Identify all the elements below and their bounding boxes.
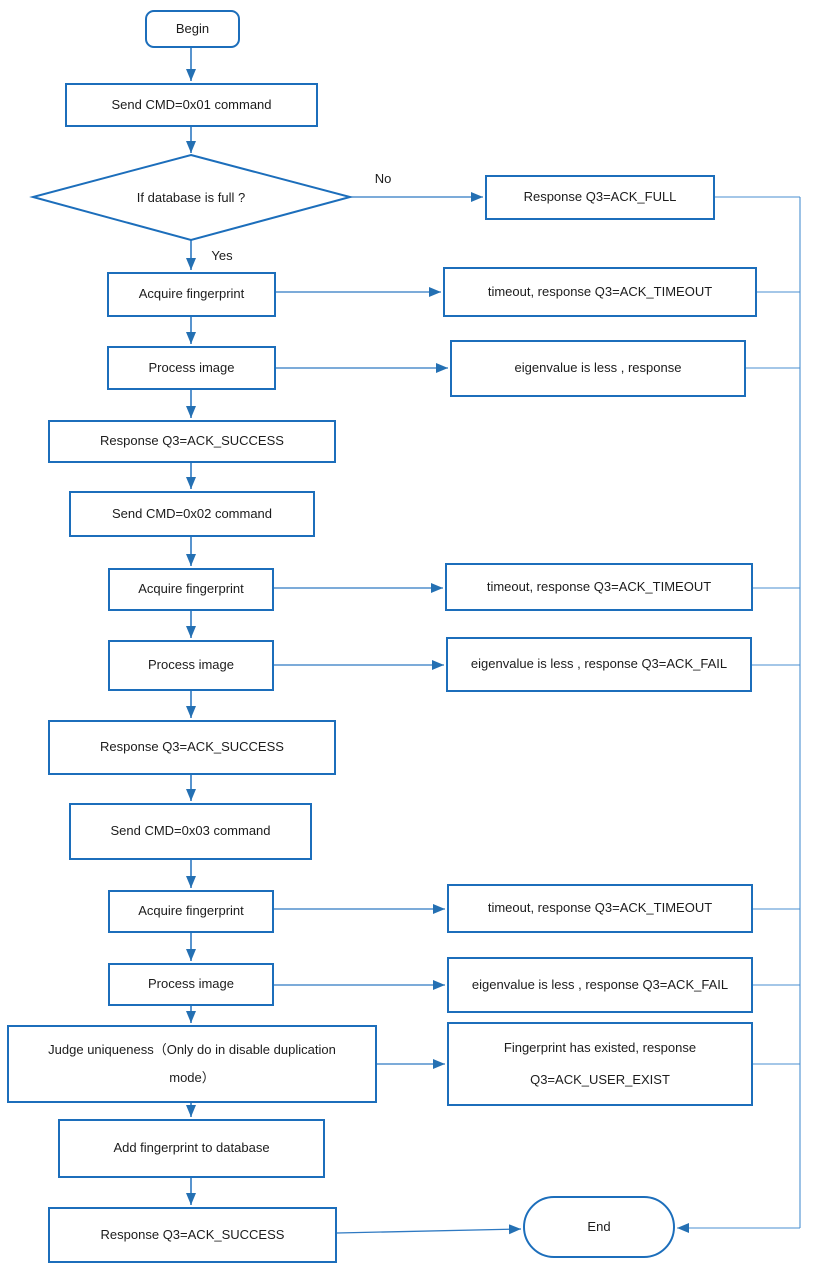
node-add-fingerprint-db: Add fingerprint to database xyxy=(58,1119,325,1178)
node-end: End xyxy=(523,1196,675,1258)
node-eigenvalue-1: eigenvalue is less , response xyxy=(450,340,746,397)
branch-label-yes: Yes xyxy=(211,247,233,263)
node-timeout-1: timeout, response Q3=ACK_TIMEOUT xyxy=(443,267,757,317)
judge-uniqueness-line-1: Judge uniqueness（Only do in disable dupl… xyxy=(48,1041,336,1057)
fingerprint-exists-line-1: Fingerprint has existed, response xyxy=(503,1040,697,1056)
node-process-image-2: Process image xyxy=(108,640,274,691)
branch-label-no: No xyxy=(374,170,392,186)
node-response-success-2: Response Q3=ACK_SUCCESS xyxy=(48,720,336,775)
node-db-full-decision-label: If database is full ? xyxy=(136,189,246,205)
branch-arrows xyxy=(274,192,522,1235)
judge-uniqueness-line-2: mode） xyxy=(169,1070,215,1085)
node-begin: Begin xyxy=(145,10,240,48)
fingerprint-exists-line-2: Q3=ACK_USER_EXIST xyxy=(530,1071,670,1087)
node-acquire-fingerprint-1: Acquire fingerprint xyxy=(107,272,276,317)
node-process-image-1: Process image xyxy=(107,346,276,390)
node-response-success-1: Response Q3=ACK_SUCCESS xyxy=(48,420,336,463)
node-process-image-3: Process image xyxy=(108,963,274,1006)
node-acquire-fingerprint-2: Acquire fingerprint xyxy=(108,568,274,611)
node-send-cmd-0x02: Send CMD=0x02 command xyxy=(69,491,315,537)
node-judge-uniqueness: Judge uniqueness（Only do in disable dupl… xyxy=(7,1025,377,1103)
node-eigenvalue-3: eigenvalue is less , response Q3=ACK_FAI… xyxy=(447,957,753,1013)
collector-lines xyxy=(677,196,801,1233)
decision-diamond xyxy=(29,153,354,242)
node-fingerprint-exists: Fingerprint has existed, response Q3=ACK… xyxy=(447,1022,753,1106)
node-acquire-fingerprint-3: Acquire fingerprint xyxy=(108,890,274,933)
node-timeout-3: timeout, response Q3=ACK_TIMEOUT xyxy=(447,884,753,933)
node-send-cmd-0x01: Send CMD=0x01 command xyxy=(65,83,318,127)
node-response-ack-full: Response Q3=ACK_FULL xyxy=(485,175,715,220)
node-response-success-final: Response Q3=ACK_SUCCESS xyxy=(48,1207,337,1263)
node-eigenvalue-2: eigenvalue is less , response Q3=ACK_FAI… xyxy=(446,637,752,692)
node-send-cmd-0x03: Send CMD=0x03 command xyxy=(69,803,312,860)
node-timeout-2: timeout, response Q3=ACK_TIMEOUT xyxy=(445,563,753,611)
